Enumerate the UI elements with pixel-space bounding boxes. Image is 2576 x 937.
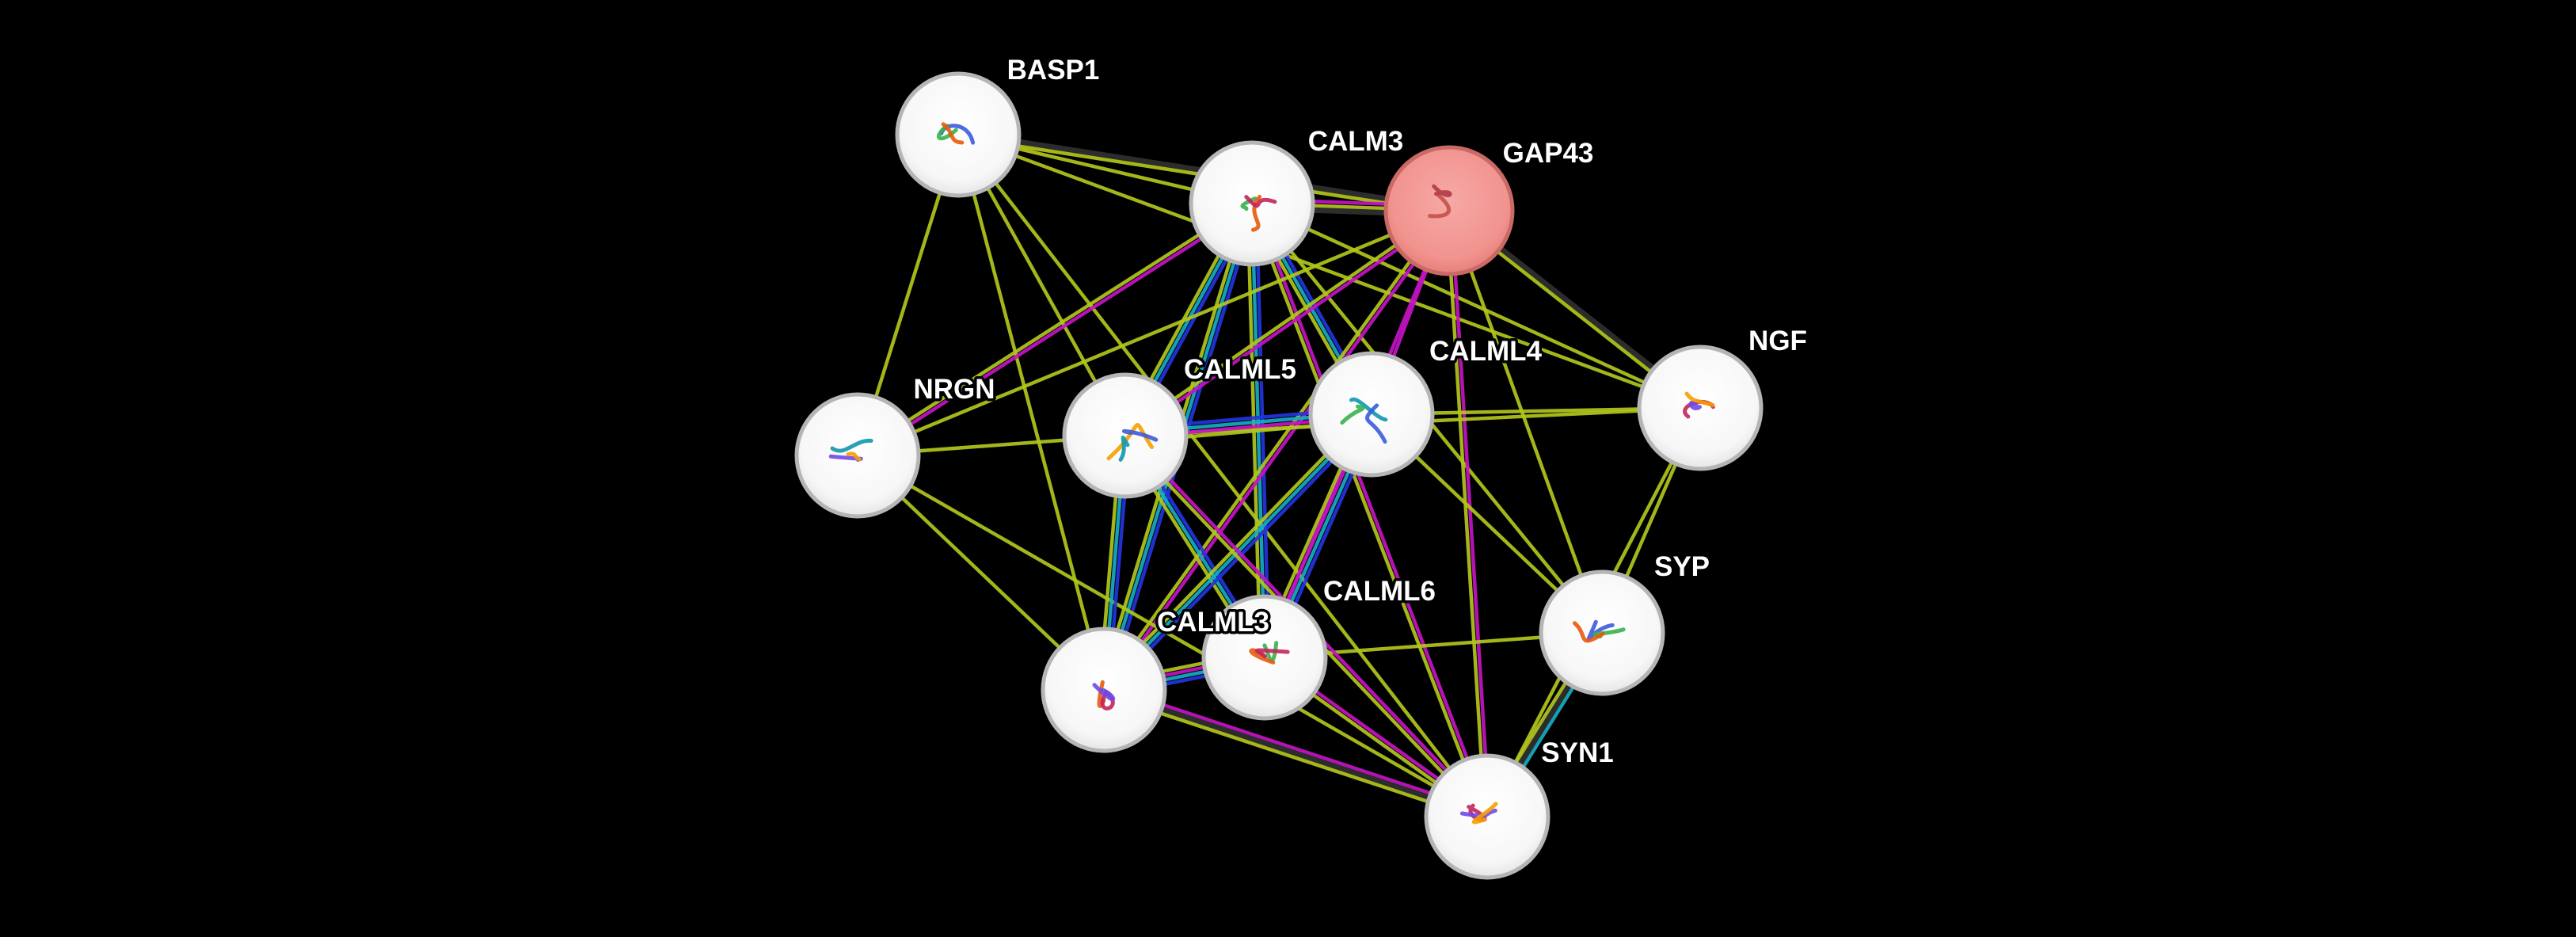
node-NRGN[interactable] [794, 392, 921, 519]
node-GAP43[interactable] [1383, 145, 1515, 276]
protein-structure-thumbnail [1572, 621, 1605, 643]
protein-structure-thumbnail [1586, 619, 1615, 642]
edge-GAP43-CALML5-textmining[interactable] [1123, 207, 1449, 436]
edge-BASP1-SYN1-textmining[interactable] [957, 133, 1489, 818]
edge-CALM3-NGF-textmining[interactable] [1251, 201, 1701, 410]
edge-GAP43-NRGN-textmining[interactable] [857, 208, 1450, 458]
edge-GAP43-CALML3-textmining[interactable] [1100, 208, 1449, 690]
node-NGF[interactable] [1637, 345, 1764, 471]
node-label-SYP: SYP [1654, 551, 1710, 582]
node-label-SYN1: SYN1 [1541, 737, 1613, 768]
edge-GAP43-CALML3-experiments[interactable] [1104, 211, 1453, 692]
node-label-GAP43: GAP43 [1503, 138, 1594, 169]
protein-structure-thumbnail [830, 438, 873, 453]
edge-GAP43-SYN1-textmining[interactable] [1445, 211, 1487, 817]
node-label-CALM3: CALM3 [1308, 126, 1404, 157]
protein-structure-thumbnail [941, 122, 965, 145]
protein-structure-thumbnail [1365, 403, 1387, 444]
protein-structure-thumbnail [1432, 184, 1452, 197]
node-label-CALML4: CALML4 [1429, 336, 1542, 367]
node-label-NGF: NGF [1748, 326, 1807, 356]
edge-GAP43-CALML5-experiments[interactable] [1125, 211, 1452, 440]
node-CALML4[interactable] [1308, 351, 1435, 478]
protein-structure-thumbnail [1254, 648, 1290, 659]
node-circle-CALML5[interactable] [1062, 372, 1189, 499]
protein-structure-thumbnail [1688, 401, 1702, 410]
edge-GAP43-SYN1-experiments[interactable] [1449, 210, 1491, 817]
protein-structure-thumbnail [1471, 802, 1498, 825]
node-CALML6[interactable] [1201, 594, 1328, 721]
node-CALM3[interactable] [1189, 140, 1315, 267]
protein-structure-thumbnail [1122, 429, 1159, 442]
protein-structure-thumbnail [1349, 397, 1388, 422]
edge-BASP1-CALML3-textmining[interactable] [956, 134, 1106, 691]
edge-CALML3-SYN1-textmining[interactable] [1102, 692, 1486, 823]
node-SYN1[interactable] [1424, 753, 1551, 880]
edge-NRGN-SYN1-textmining[interactable] [856, 454, 1489, 818]
protein-structure-thumbnail [1118, 436, 1130, 462]
node-BASP1[interactable] [895, 71, 1022, 198]
protein-structure-thumbnail [1428, 193, 1452, 219]
protein-structure-thumbnail [1251, 195, 1262, 232]
edge-BASP1-NGF-textmining[interactable] [957, 132, 1701, 410]
node-label-BASP1: BASP1 [1007, 55, 1100, 86]
edge-CALML3-SYN1-coexpression[interactable] [1102, 687, 1489, 820]
node-circle-NRGN[interactable] [794, 392, 921, 519]
node-SYP[interactable] [1539, 569, 1665, 696]
node-CALML3[interactable] [1041, 627, 1167, 753]
protein-structure-thumbnail [1244, 195, 1277, 208]
node-circle-BASP1[interactable] [895, 71, 1022, 198]
edge-GAP43-SYP-textmining[interactable] [1447, 210, 1604, 634]
nodes-layer [794, 71, 1764, 880]
edge-CALM3-NRGN-textmining[interactable] [855, 200, 1252, 455]
edge-CALML3-SYN1-experiments[interactable] [1105, 684, 1490, 814]
edge-CALM3-SYN1-experiments[interactable] [1252, 202, 1491, 817]
protein-structure-thumbnail [1092, 683, 1116, 702]
edge-CALM3-SYN1-textmining[interactable] [1248, 204, 1487, 818]
node-CALML5[interactable] [1062, 372, 1189, 499]
node-circle-CALML4[interactable] [1308, 351, 1435, 478]
edge-CALM3-NRGN-experiments[interactable] [858, 204, 1254, 459]
protein-structure-thumbnail [846, 451, 862, 462]
protein-structure-thumbnail [1684, 391, 1715, 407]
protein-structure-thumbnail [1340, 404, 1365, 425]
node-label-CALML6: CALML6 [1323, 576, 1436, 607]
